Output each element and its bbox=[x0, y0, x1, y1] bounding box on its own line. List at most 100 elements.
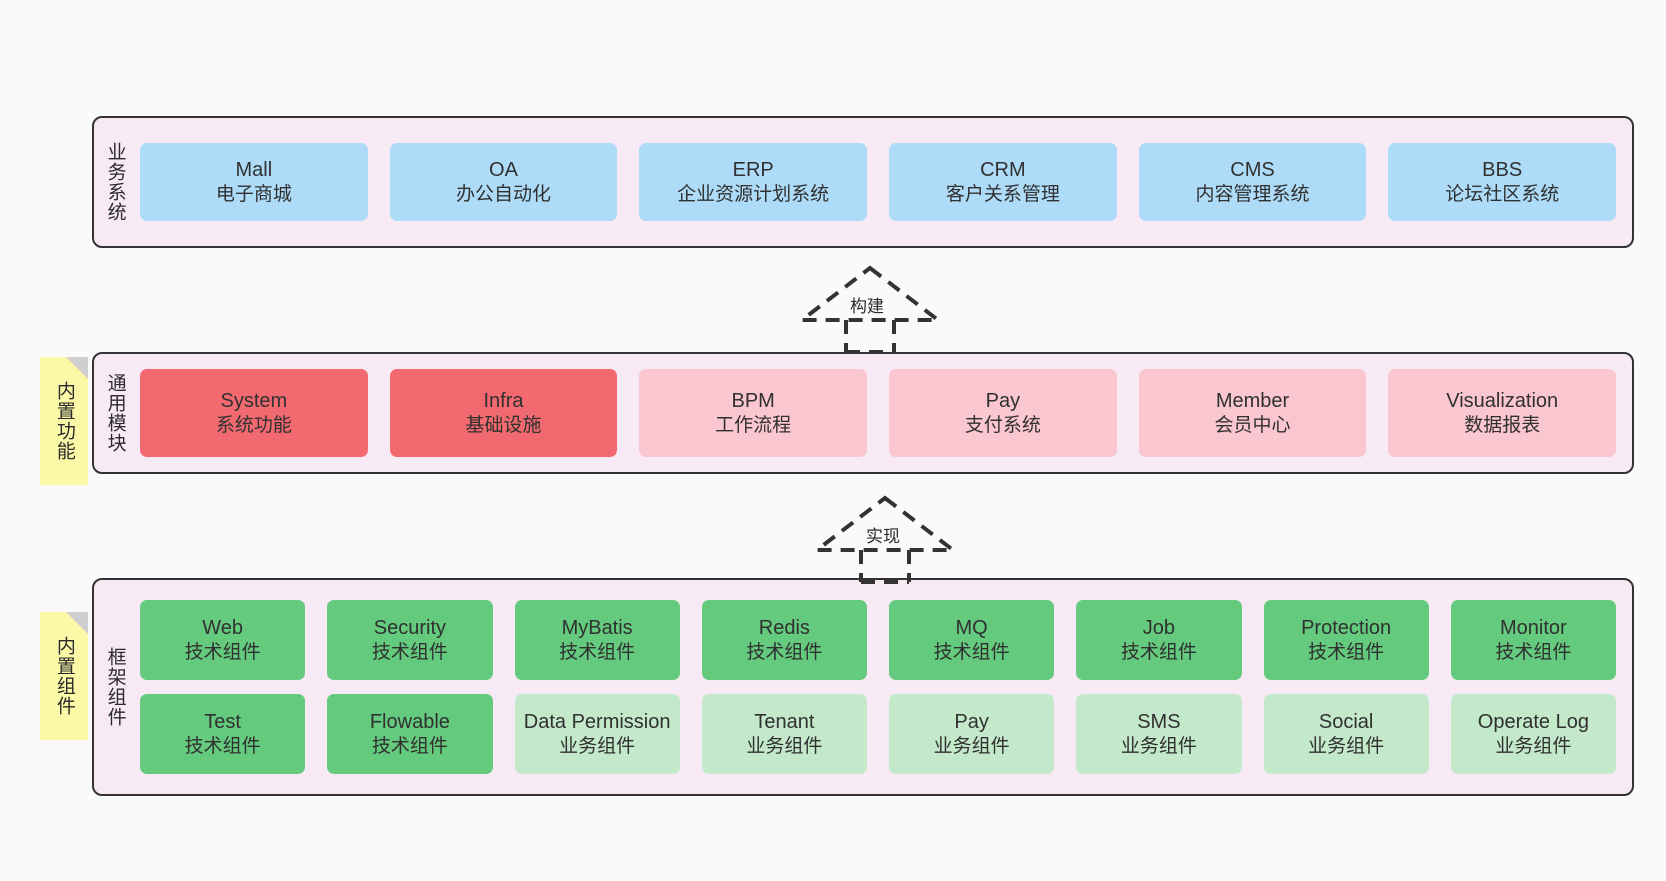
card-subtitle: 业务组件 bbox=[1308, 735, 1385, 757]
card-pay[interactable]: Pay 支付系统 bbox=[889, 369, 1117, 457]
layer-body-framework-component: Web 技术组件 Security 技术组件 MyBatis 技术组件 Redi… bbox=[136, 580, 1632, 794]
layer-title-framework-component: 框架组件 bbox=[104, 647, 126, 727]
card-row: Mall 电子商城 OA 办公自动化 ERP 企业资源计划系统 CRM 客户关系… bbox=[140, 143, 1617, 221]
card-sms[interactable]: SMS 业务组件 bbox=[1076, 694, 1242, 774]
card-title: Visualization bbox=[1446, 390, 1559, 413]
card-subtitle: 技术组件 bbox=[1308, 641, 1385, 663]
card-subtitle: 系统功能 bbox=[215, 414, 292, 436]
card-redis[interactable]: Redis 技术组件 bbox=[701, 600, 867, 680]
card-mybatis[interactable]: MyBatis 技术组件 bbox=[514, 600, 680, 680]
card-subtitle: 数据报表 bbox=[1464, 414, 1541, 436]
card-security[interactable]: Security 技术组件 bbox=[327, 600, 493, 680]
layer-common-module: 通用模块 System 系统功能 Infra 基础设施 BPM 工作流程 Pay bbox=[92, 352, 1634, 474]
card-infra[interactable]: Infra 基础设施 bbox=[389, 369, 618, 457]
card-bpm[interactable]: BPM 工作流程 bbox=[639, 369, 868, 457]
card-job[interactable]: Job 技术组件 bbox=[1076, 600, 1242, 680]
card-title: Redis bbox=[758, 617, 810, 640]
card-visualization[interactable]: Visualization 数据报表 bbox=[1388, 369, 1617, 457]
card-subtitle: 技术组件 bbox=[559, 641, 636, 663]
card-subtitle: 会员中心 bbox=[1214, 414, 1291, 436]
card-bbs[interactable]: BBS 论坛社区系统 bbox=[1388, 143, 1617, 221]
card-subtitle: 技术组件 bbox=[184, 641, 261, 663]
card-title: Tenant bbox=[754, 711, 815, 734]
card-subtitle: 技术组件 bbox=[371, 735, 448, 757]
card-title: BBS bbox=[1482, 159, 1523, 182]
card-title: MyBatis bbox=[561, 617, 633, 640]
card-cms[interactable]: CMS 内容管理系统 bbox=[1138, 143, 1367, 221]
card-subtitle: 基础设施 bbox=[465, 414, 542, 436]
card-subtitle: 业务组件 bbox=[1495, 735, 1572, 757]
note-fold-corner bbox=[66, 357, 88, 379]
card-data-permission[interactable]: Data Permission 业务组件 bbox=[514, 694, 680, 774]
card-title: Mall bbox=[235, 159, 273, 182]
card-title: OA bbox=[489, 159, 518, 182]
card-tenant[interactable]: Tenant 业务组件 bbox=[701, 694, 867, 774]
card-mall[interactable]: Mall 电子商城 bbox=[140, 143, 368, 221]
sticky-note-builtin-components: 内置组件 bbox=[40, 612, 88, 740]
card-row: Web 技术组件 Security 技术组件 MyBatis 技术组件 Redi… bbox=[140, 600, 1616, 680]
card-title: BPM bbox=[731, 390, 775, 413]
card-title: Pay bbox=[954, 711, 989, 734]
layer-body-common-module: System 系统功能 Infra 基础设施 BPM 工作流程 Pay 支付系统… bbox=[136, 354, 1632, 472]
arrow-head-triangle bbox=[811, 495, 959, 552]
card-mq[interactable]: MQ 技术组件 bbox=[889, 600, 1055, 680]
card-flowable[interactable]: Flowable 技术组件 bbox=[327, 694, 493, 774]
card-subtitle: 工作流程 bbox=[715, 414, 792, 436]
layer-business-system: 业务系统 Mall 电子商城 OA 办公自动化 ERP 企业资源计划系统 CRM bbox=[92, 116, 1634, 248]
card-subtitle: 技术组件 bbox=[371, 641, 448, 663]
card-web[interactable]: Web 技术组件 bbox=[140, 600, 306, 680]
card-title: Job bbox=[1142, 617, 1175, 640]
card-title: Operate Log bbox=[1477, 711, 1589, 734]
card-title: ERP bbox=[732, 159, 774, 182]
card-row: System 系统功能 Infra 基础设施 BPM 工作流程 Pay 支付系统… bbox=[140, 369, 1617, 457]
layer-framework-component: 框架组件 Web 技术组件 Security 技术组件 MyBatis 技术组件… bbox=[92, 578, 1634, 796]
card-title: CRM bbox=[980, 159, 1026, 182]
card-subtitle: 技术组件 bbox=[184, 735, 261, 757]
note-fold-corner bbox=[66, 612, 88, 634]
card-subtitle: 业务组件 bbox=[1120, 735, 1197, 757]
layer-title-common-module: 通用模块 bbox=[104, 373, 126, 453]
arrow-implement-label: 实现 bbox=[866, 527, 900, 546]
card-subtitle: 技术组件 bbox=[1495, 641, 1572, 663]
card-title: Data Permission bbox=[523, 711, 671, 734]
arrow-shaft bbox=[859, 550, 911, 584]
card-title: Web bbox=[202, 617, 243, 640]
card-subtitle: 支付系统 bbox=[964, 414, 1041, 436]
card-oa[interactable]: OA 办公自动化 bbox=[389, 143, 618, 221]
card-subtitle: 业务组件 bbox=[933, 735, 1010, 757]
arrow-build bbox=[796, 265, 944, 354]
card-row: Test 技术组件 Flowable 技术组件 Data Permission … bbox=[140, 694, 1616, 774]
layer-body-business-system: Mall 电子商城 OA 办公自动化 ERP 企业资源计划系统 CRM 客户关系… bbox=[136, 118, 1632, 246]
arrow-head-triangle bbox=[796, 265, 944, 322]
card-title: Protection bbox=[1301, 617, 1392, 640]
note-label: 内置功能 bbox=[53, 381, 75, 461]
card-test[interactable]: Test 技术组件 bbox=[140, 694, 306, 774]
card-crm[interactable]: CRM 客户关系管理 bbox=[889, 143, 1117, 221]
card-system[interactable]: System 系统功能 bbox=[140, 369, 368, 457]
card-erp[interactable]: ERP 企业资源计划系统 bbox=[639, 143, 868, 221]
card-title: Security bbox=[373, 617, 446, 640]
card-operate-log[interactable]: Operate Log 业务组件 bbox=[1450, 694, 1616, 774]
card-pay-business[interactable]: Pay 业务组件 bbox=[889, 694, 1055, 774]
card-monitor[interactable]: Monitor 技术组件 bbox=[1450, 600, 1616, 680]
note-label: 内置组件 bbox=[53, 636, 75, 716]
card-protection[interactable]: Protection 技术组件 bbox=[1263, 600, 1429, 680]
card-title: Test bbox=[204, 711, 241, 734]
layer-title-business-system: 业务系统 bbox=[104, 142, 126, 222]
card-subtitle: 内容管理系统 bbox=[1195, 183, 1310, 205]
card-subtitle: 业务组件 bbox=[559, 735, 636, 757]
card-social[interactable]: Social 业务组件 bbox=[1263, 694, 1429, 774]
arrow-shaft bbox=[844, 320, 896, 354]
card-title: System bbox=[220, 390, 288, 413]
card-subtitle: 客户关系管理 bbox=[945, 183, 1060, 205]
sticky-note-builtin-features: 内置功能 bbox=[40, 357, 88, 485]
card-title: CMS bbox=[1230, 159, 1275, 182]
arrow-build-label: 构建 bbox=[850, 297, 884, 316]
card-title: Monitor bbox=[1500, 617, 1567, 640]
card-member[interactable]: Member 会员中心 bbox=[1138, 369, 1367, 457]
card-subtitle: 技术组件 bbox=[1120, 641, 1197, 663]
card-title: Member bbox=[1215, 390, 1290, 413]
arrow-implement bbox=[811, 495, 959, 584]
card-subtitle: 技术组件 bbox=[746, 641, 823, 663]
